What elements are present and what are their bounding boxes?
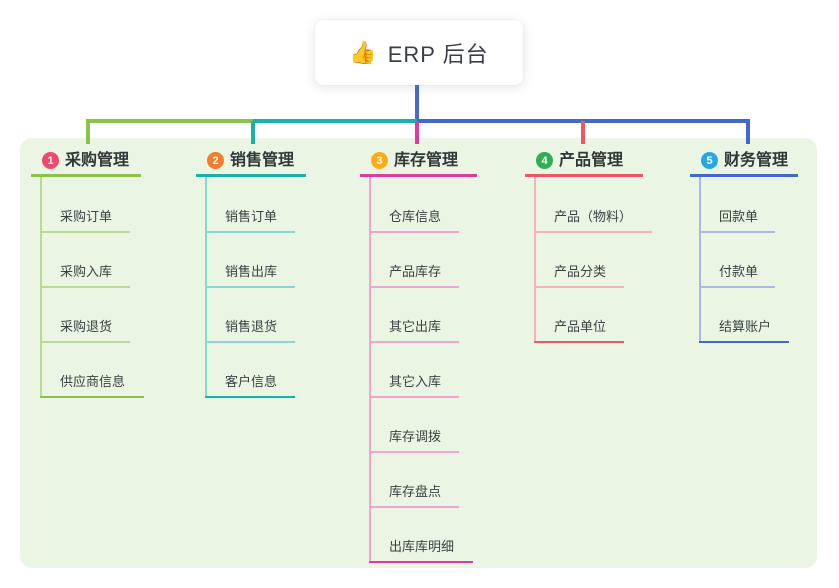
branch-1-child-4[interactable]: 供应商信息 (60, 374, 126, 389)
branch-2-child-4[interactable]: 客户信息 (225, 374, 278, 389)
branch-3-child-7[interactable]: 出库库明细 (389, 539, 455, 554)
branch-5-drop-line (746, 121, 750, 144)
branch-2-title-underline (196, 174, 306, 177)
branch-4-child-3[interactable]: 产品单位 (554, 319, 607, 334)
branch-4-number-badge: 4 (536, 152, 553, 169)
branch-title-2[interactable]: 销售管理 (230, 152, 295, 169)
branch-title-1[interactable]: 采购管理 (65, 152, 130, 169)
branch-1-child-4-underline (40, 396, 144, 398)
branch-title-4[interactable]: 产品管理 (559, 152, 624, 169)
branch-1-child-3[interactable]: 采购退货 (60, 319, 113, 334)
branch-5-child-1-underline (699, 231, 775, 233)
branch-3-child-3-underline (369, 341, 459, 343)
branch-5-child-1[interactable]: 回款单 (719, 209, 759, 224)
elbow-h-segment-1 (86, 119, 253, 123)
branch-5-child-2-underline (699, 286, 775, 288)
branch-1-child-3-underline (40, 341, 130, 343)
thumbs-up-icon: 👍 (349, 39, 378, 65)
branch-3-title-underline (360, 174, 477, 177)
branch-3-drop-line (415, 121, 419, 144)
branch-2-drop-line (251, 121, 255, 144)
branch-2-child-2-underline (205, 286, 295, 288)
root-node-label: ERP 后台 (387, 41, 489, 67)
elbow-h-segment-2 (253, 119, 417, 123)
branch-5-child-3[interactable]: 结算账户 (719, 319, 772, 334)
branch-5-spine-line (699, 177, 701, 343)
branch-2-child-1[interactable]: 销售订单 (225, 209, 278, 224)
root-stem-line (415, 85, 419, 123)
branch-2-child-3-underline (205, 341, 295, 343)
branch-3-child-6-underline (369, 506, 459, 508)
branch-title-5[interactable]: 财务管理 (724, 152, 789, 169)
branch-4-child-2-underline (534, 286, 624, 288)
branch-1-title-underline (31, 174, 141, 177)
branch-1-child-2[interactable]: 采购入库 (60, 264, 113, 279)
branch-4-child-2[interactable]: 产品分类 (554, 264, 607, 279)
branch-3-child-6[interactable]: 库存盘点 (389, 484, 442, 499)
branch-3-spine-line (369, 177, 371, 563)
branch-3-child-1[interactable]: 仓库信息 (389, 209, 442, 224)
branch-3-child-2[interactable]: 产品库存 (389, 264, 442, 279)
branch-3-child-4[interactable]: 其它入库 (389, 374, 442, 389)
branch-title-3[interactable]: 库存管理 (394, 152, 459, 169)
branch-4-child-1[interactable]: 产品（物料） (554, 209, 633, 224)
branch-4-spine-line (534, 177, 536, 343)
branch-3-child-3[interactable]: 其它出库 (389, 319, 442, 334)
branch-2-child-4-underline (205, 396, 295, 398)
branch-2-child-1-underline (205, 231, 295, 233)
branch-1-child-2-underline (40, 286, 130, 288)
branch-4-child-1-underline (534, 231, 652, 233)
root-node[interactable]: 👍 ERP 后台 (315, 20, 523, 85)
branch-3-child-5-underline (369, 451, 459, 453)
branch-2-number-badge: 2 (207, 152, 224, 169)
branch-5-number-badge: 5 (701, 152, 718, 169)
branch-3-child-7-underline (369, 561, 473, 563)
branch-1-child-1-underline (40, 231, 130, 233)
branch-4-child-3-underline (534, 341, 624, 343)
branch-3-child-4-underline (369, 396, 459, 398)
branch-3-child-2-underline (369, 286, 459, 288)
branch-2-child-3[interactable]: 销售退货 (225, 319, 278, 334)
branch-5-title-underline (690, 174, 798, 177)
branch-4-title-underline (525, 174, 643, 177)
branch-3-child-5[interactable]: 库存调拨 (389, 429, 442, 444)
branch-5-child-3-underline (699, 341, 789, 343)
branch-1-drop-line (86, 121, 90, 144)
branch-1-number-badge: 1 (42, 152, 59, 169)
branch-5-child-2[interactable]: 付款单 (719, 264, 759, 279)
branch-3-number-badge: 3 (371, 152, 388, 169)
branch-4-drop-line (581, 121, 585, 144)
branch-3-child-1-underline (369, 231, 459, 233)
branches-panel (20, 138, 817, 568)
branch-1-child-1[interactable]: 采购订单 (60, 209, 113, 224)
branch-2-child-2[interactable]: 销售出库 (225, 264, 278, 279)
